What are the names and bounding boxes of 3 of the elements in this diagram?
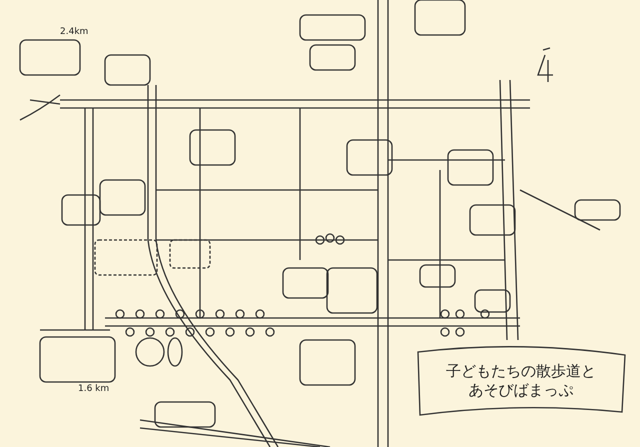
distance-label: 2.4km bbox=[60, 27, 88, 37]
map-title: 子どもたちの散歩道とあそびばまっぷ bbox=[445, 362, 597, 400]
distance-label: 1.6 km bbox=[78, 384, 110, 394]
